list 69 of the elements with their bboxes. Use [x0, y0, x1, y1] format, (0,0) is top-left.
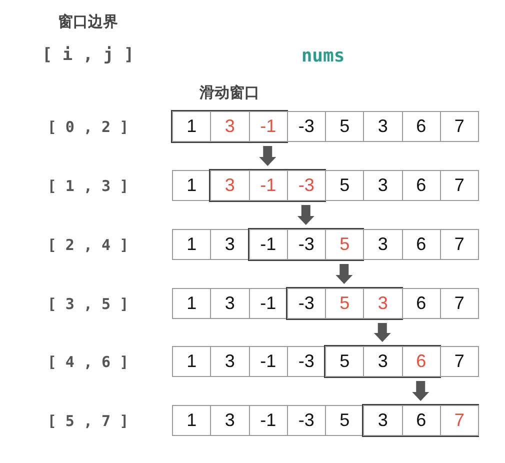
- array-cell: 6: [402, 111, 441, 142]
- array-cell: 1: [172, 111, 212, 142]
- array-cell: 5: [325, 111, 364, 142]
- array-cell: -3: [286, 170, 326, 201]
- array-cell: 3: [210, 346, 250, 377]
- array-cell: 3: [210, 405, 250, 436]
- array-cell: -3: [286, 229, 326, 260]
- array-cell: -1: [248, 405, 288, 436]
- array-cell: 3: [363, 288, 402, 319]
- array-cell: 3: [210, 111, 250, 142]
- array-cell: 5: [325, 170, 364, 201]
- array-cell: 3: [363, 229, 402, 260]
- arrow: [374, 323, 391, 342]
- window-bounds: [ 3 , 5 ]: [47, 294, 129, 312]
- arrow: [259, 146, 276, 166]
- array-cell: 6: [402, 229, 441, 260]
- array-cell: -3: [286, 111, 326, 142]
- window-bounds: [ 0 , 2 ]: [47, 118, 129, 136]
- window-bounds: [ 5 , 7 ]: [47, 412, 129, 430]
- arrow: [336, 264, 353, 284]
- window-bounds: [ 1 , 3 ]: [47, 176, 129, 194]
- array-cell: 3: [210, 170, 250, 201]
- array-cell: -1: [248, 288, 288, 319]
- array-cell: 3: [363, 111, 402, 142]
- array-cell: 7: [440, 288, 479, 319]
- array-cell: 5: [325, 288, 364, 319]
- array-cell: 6: [402, 170, 441, 201]
- array-cell: 6: [402, 405, 441, 436]
- array-cell: 6: [402, 346, 441, 377]
- array-cell: 1: [172, 405, 212, 436]
- window-frame: [286, 287, 402, 320]
- array-cell: 7: [440, 405, 479, 436]
- column-heading: 窗口边界: [58, 12, 118, 32]
- array-cell: 1: [172, 170, 212, 201]
- array-cell: -3: [286, 288, 326, 319]
- window-frame: [324, 345, 441, 378]
- array-cell: 5: [325, 405, 364, 436]
- array-cell: 7: [440, 229, 479, 260]
- array-cell: 7: [440, 346, 479, 377]
- array-cell: 3: [363, 405, 402, 436]
- arrow: [412, 381, 430, 401]
- array-cell: 5: [325, 229, 364, 260]
- window-bounds: [ 4 , 6 ]: [47, 352, 129, 370]
- index-pair: [ i , j ]: [42, 45, 134, 65]
- window-caption: 滑动窗口: [199, 84, 260, 102]
- arrow: [297, 205, 314, 225]
- array-cell: 7: [440, 170, 479, 201]
- array-cell: 1: [172, 288, 212, 319]
- window-frame: [248, 228, 364, 261]
- array-cell: -3: [286, 346, 326, 377]
- array-name: nums: [301, 46, 345, 66]
- array-cell: -1: [248, 170, 288, 201]
- array-cell: 7: [440, 111, 479, 142]
- array-cell: 3: [210, 288, 250, 319]
- array-cell: 1: [172, 229, 212, 260]
- array-cell: 3: [210, 229, 250, 260]
- array-cell: 3: [363, 346, 402, 377]
- array-cell: -3: [286, 405, 326, 436]
- array-cell: -1: [248, 111, 288, 142]
- array-cell: -1: [248, 346, 288, 377]
- array-cell: -1: [248, 229, 288, 260]
- array-cell: 6: [402, 288, 441, 319]
- array-cell: 1: [172, 346, 212, 377]
- window-bounds: [ 2 , 4 ]: [47, 236, 129, 254]
- window-frame: [171, 110, 288, 143]
- array-cell: 3: [363, 170, 402, 201]
- window-frame: [209, 169, 326, 202]
- window-frame: [362, 404, 479, 437]
- array-cell: 5: [325, 346, 364, 377]
